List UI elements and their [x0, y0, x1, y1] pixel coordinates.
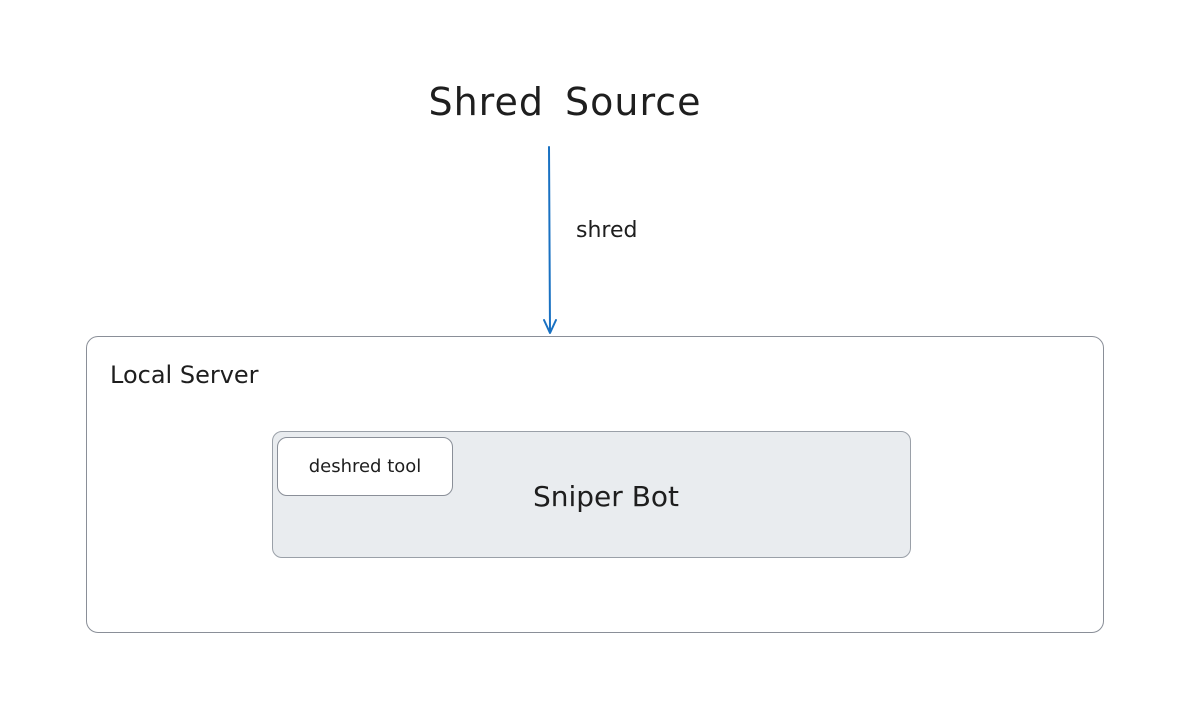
deshred-tool-label: deshred tool	[308, 456, 422, 477]
shred-arrow-line	[548, 146, 551, 333]
local-server-label: Local Server	[110, 361, 259, 389]
sniper-bot-label: Sniper Bot	[532, 479, 680, 513]
deshred-tool-box: deshred tool	[277, 437, 453, 496]
shred-source-title: Shred Source	[428, 80, 702, 124]
shred-arrow	[543, 146, 557, 334]
shred-arrow-head	[543, 319, 557, 334]
shred-edge-label: shred	[576, 218, 638, 243]
